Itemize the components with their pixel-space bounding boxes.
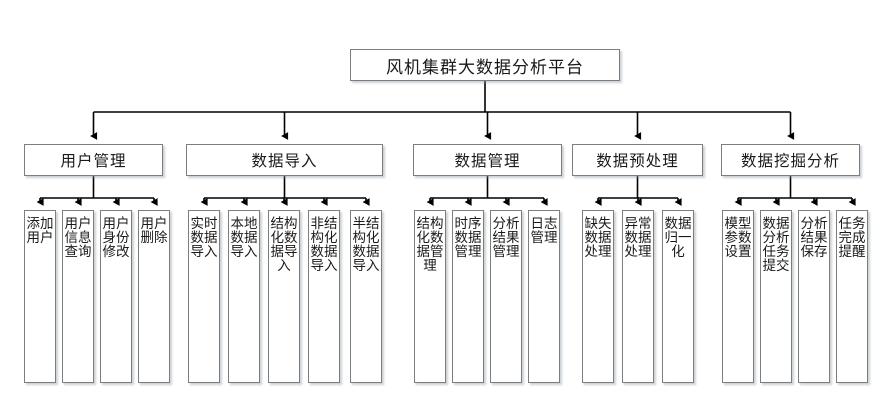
branch-node-4[interactable]: 数据预处理 <box>572 144 703 176</box>
branch-label: 数据导入 <box>251 152 318 170</box>
leaf-label: 任务完成提醒 <box>838 216 866 261</box>
leaf-label: 异常数据处理 <box>624 216 652 261</box>
root-node[interactable]: 风机集群大数据分析平台 <box>350 49 620 81</box>
leaf-node-2-3[interactable]: 结构化数据导入 <box>268 210 300 383</box>
branch-label: 数据预处理 <box>596 152 679 170</box>
branch-label: 数据挖掘分析 <box>740 152 840 170</box>
leaf-node-4-1[interactable]: 缺失数据处理 <box>582 210 614 383</box>
leaf-node-2-5[interactable]: 半结构化数据导入 <box>350 210 382 383</box>
leaf-label: 半结构化数据导入 <box>352 216 380 275</box>
root-label: 风机集群大数据分析平台 <box>386 57 584 78</box>
leaf-node-5-2[interactable]: 数据分析任务提交 <box>760 210 792 383</box>
leaf-node-1-1[interactable]: 添加用户 <box>24 210 56 383</box>
leaf-label: 实时数据导入 <box>190 216 218 261</box>
leaf-label: 分析结果管理 <box>492 216 520 261</box>
leaf-label: 数据归一化 <box>664 216 692 261</box>
leaf-label: 数据分析任务提交 <box>762 216 790 275</box>
leaf-node-4-3[interactable]: 数据归一化 <box>662 210 694 383</box>
branch-node-3[interactable]: 数据管理 <box>413 144 562 176</box>
leaf-label: 结构化数据管理 <box>416 216 444 275</box>
leaf-node-2-1[interactable]: 实时数据导入 <box>188 210 220 383</box>
leaf-node-3-3[interactable]: 分析结果管理 <box>490 210 522 383</box>
leaf-node-1-2[interactable]: 用户信息查询 <box>62 210 94 383</box>
leaf-label: 本地数据导入 <box>230 216 258 261</box>
leaf-label: 添加用户 <box>26 216 54 247</box>
leaf-node-2-2[interactable]: 本地数据导入 <box>228 210 260 383</box>
branch-label: 用户管理 <box>60 152 127 170</box>
leaf-node-3-4[interactable]: 日志管理 <box>528 210 560 383</box>
leaf-label: 结构化数据导入 <box>270 216 298 275</box>
leaf-label: 用户删除 <box>140 216 168 247</box>
leaf-label: 非结构化数据导入 <box>310 216 338 275</box>
leaf-node-5-4[interactable]: 任务完成提醒 <box>836 210 868 383</box>
leaf-label: 模型参数设置 <box>724 216 752 261</box>
branch-node-2[interactable]: 数据导入 <box>186 144 383 176</box>
leaf-label: 用户信息查询 <box>64 216 92 261</box>
branch-label: 数据管理 <box>454 152 521 170</box>
branch-node-5[interactable]: 数据挖掘分析 <box>721 144 860 176</box>
leaf-node-3-1[interactable]: 结构化数据管理 <box>414 210 446 383</box>
leaf-node-1-4[interactable]: 用户删除 <box>138 210 170 383</box>
leaf-label: 缺失数据处理 <box>584 216 612 261</box>
leaf-node-5-1[interactable]: 模型参数设置 <box>722 210 754 383</box>
leaf-node-1-3[interactable]: 用户身份修改 <box>100 210 132 383</box>
leaf-label: 分析结果保存 <box>800 216 828 261</box>
leaf-label: 日志管理 <box>530 216 558 247</box>
leaf-label: 用户身份修改 <box>102 216 130 261</box>
leaf-node-5-3[interactable]: 分析结果保存 <box>798 210 830 383</box>
branch-node-1[interactable]: 用户管理 <box>24 144 163 176</box>
leaf-node-4-2[interactable]: 异常数据处理 <box>622 210 654 383</box>
leaf-node-2-4[interactable]: 非结构化数据导入 <box>308 210 340 383</box>
leaf-node-3-2[interactable]: 时序数据管理 <box>452 210 484 383</box>
leaf-label: 时序数据管理 <box>454 216 482 261</box>
